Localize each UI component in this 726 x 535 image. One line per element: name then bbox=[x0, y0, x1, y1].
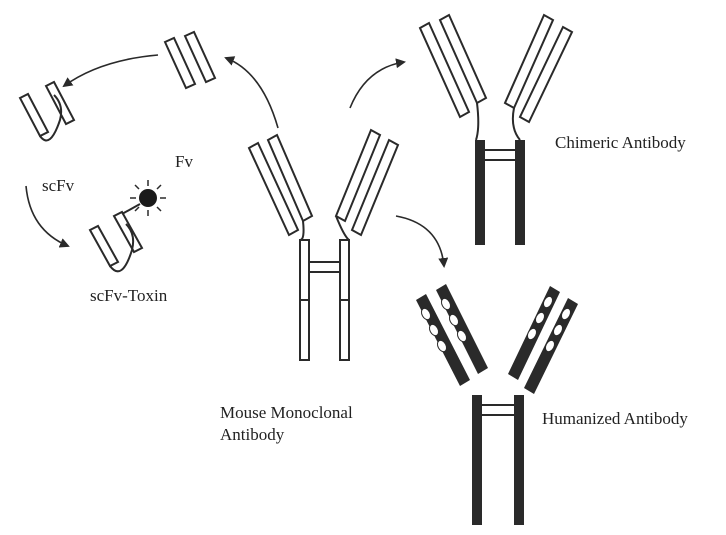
label-mouse-monoclonal-antibody: Mouse Monoclonal Antibody bbox=[220, 402, 365, 446]
fv-fragment bbox=[165, 32, 215, 88]
label-chimeric-antibody: Chimeric Antibody bbox=[555, 132, 686, 154]
toxin-icon bbox=[130, 180, 166, 216]
scfv-fragment bbox=[20, 82, 74, 140]
arrow-fv-to-scfv bbox=[64, 55, 158, 86]
arrow-to-humanized bbox=[396, 216, 444, 266]
arrow-to-fv bbox=[226, 58, 278, 128]
label-fv: Fv bbox=[175, 151, 193, 173]
humanized-antibody bbox=[416, 284, 578, 525]
label-scfv-toxin: scFv-Toxin bbox=[90, 285, 167, 307]
arrow-to-chimeric bbox=[350, 62, 404, 108]
mouse-monoclonal-antibody bbox=[249, 130, 398, 360]
label-humanized-antibody: Humanized Antibody bbox=[542, 408, 688, 430]
scfv-toxin-fragment bbox=[90, 204, 142, 271]
label-scfv: scFv bbox=[42, 175, 74, 197]
chimeric-antibody bbox=[420, 15, 572, 245]
